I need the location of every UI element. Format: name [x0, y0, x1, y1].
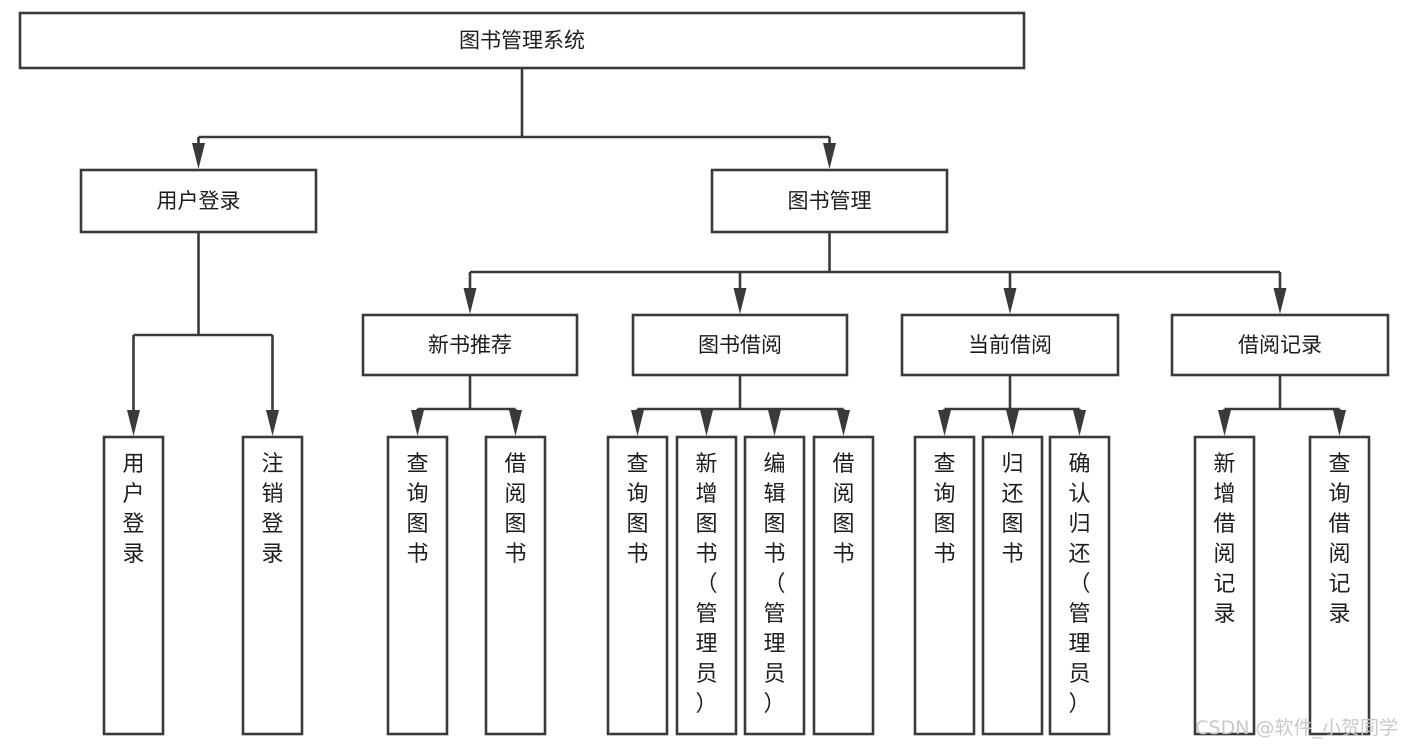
node-box-query-book-2	[606, 435, 669, 736]
node-box-new-book-recommend	[361, 313, 579, 377]
arrow-head	[631, 410, 644, 436]
node-query-book-1[interactable]: 查询图书	[386, 435, 449, 736]
node-book-management[interactable]: 图书管理	[710, 168, 949, 234]
node-add-book-admin[interactable]: 新增图书（管理员）	[675, 435, 738, 736]
node-layer: 图书管理系统用户登录用户登录注销登录图书管理新书推荐查询图书借阅图书图书借阅查询…	[18, 11, 1390, 736]
node-label-query-book-2: 查询图书	[626, 452, 648, 567]
node-book-borrow[interactable]: 图书借阅	[631, 313, 849, 377]
node-box-add-book-admin	[675, 435, 738, 736]
node-label-add-book-admin: 新增图书（管理员）	[695, 452, 717, 717]
node-label-book-management: 图书管理	[788, 189, 872, 213]
arrow-head	[823, 143, 836, 169]
node-box-book-management	[710, 168, 949, 234]
node-box-borrow-book-2	[812, 435, 875, 736]
node-label-borrow-record: 借阅记录	[1238, 333, 1322, 357]
node-add-borrow-record[interactable]: 新增借阅记录	[1193, 435, 1256, 736]
node-current-borrow[interactable]: 当前借阅	[900, 313, 1120, 377]
node-label-user-logout-action: 注销登录	[261, 452, 283, 567]
node-box-query-book-3	[913, 435, 976, 736]
node-return-book[interactable]: 归还图书	[981, 435, 1044, 736]
node-box-user-logout-action	[241, 435, 304, 736]
arrow-head	[266, 410, 279, 436]
node-box-return-book	[981, 435, 1044, 736]
node-edit-book-admin[interactable]: 编辑图书（管理员）	[743, 435, 806, 736]
node-query-book-2[interactable]: 查询图书	[606, 435, 669, 736]
arrow-head	[1333, 410, 1346, 436]
node-label-user-login: 用户登录	[157, 189, 241, 213]
node-box-query-book-1	[386, 435, 449, 736]
arrow-head	[192, 143, 205, 169]
arrow-head	[1003, 288, 1017, 314]
node-label-query-borrow-record: 查询借阅记录	[1328, 452, 1350, 627]
node-box-book-borrow	[631, 313, 849, 377]
arrow-head	[127, 410, 140, 436]
node-user-login-action[interactable]: 用户登录	[102, 435, 165, 736]
node-box-current-borrow	[900, 313, 1120, 377]
node-label-new-book-recommend: 新书推荐	[428, 333, 512, 357]
node-label-borrow-book-1: 借阅图书	[504, 452, 526, 567]
node-query-borrow-record[interactable]: 查询借阅记录	[1308, 435, 1371, 736]
arrow-head	[463, 288, 477, 314]
node-label-query-book-1: 查询图书	[406, 452, 428, 567]
node-box-root	[18, 11, 1026, 70]
node-box-borrow-record	[1170, 313, 1390, 377]
arrow-head	[1073, 410, 1086, 436]
node-root[interactable]: 图书管理系统	[18, 11, 1026, 70]
node-label-current-borrow: 当前借阅	[968, 333, 1052, 357]
node-label-user-login-action: 用户登录	[122, 452, 144, 567]
arrow-head	[1006, 410, 1019, 436]
node-box-edit-book-admin	[743, 435, 806, 736]
node-label-query-book-3: 查询图书	[933, 452, 955, 567]
node-box-borrow-book-1	[484, 435, 547, 736]
connector-layer	[127, 68, 1346, 436]
node-new-book-recommend[interactable]: 新书推荐	[361, 313, 579, 377]
node-label-book-borrow: 图书借阅	[698, 333, 782, 357]
arrow-head	[1218, 410, 1231, 436]
node-box-user-login-action	[102, 435, 165, 736]
node-box-add-borrow-record	[1193, 435, 1256, 736]
node-label-borrow-book-2: 借阅图书	[832, 452, 854, 567]
node-query-book-3[interactable]: 查询图书	[913, 435, 976, 736]
node-label-add-borrow-record: 新增借阅记录	[1213, 452, 1235, 627]
node-label-edit-book-admin: 编辑图书（管理员）	[763, 452, 785, 717]
node-box-user-login	[79, 168, 318, 234]
arrow-head	[938, 410, 951, 436]
node-confirm-return-admin[interactable]: 确认归还（管理员）	[1048, 435, 1111, 736]
node-borrow-book-1[interactable]: 借阅图书	[484, 435, 547, 736]
arrow-head	[509, 410, 522, 436]
arrow-head	[733, 288, 747, 314]
node-borrow-book-2[interactable]: 借阅图书	[812, 435, 875, 736]
watermark-label: CSDN @软件_小贺同学	[1195, 717, 1398, 739]
node-borrow-record[interactable]: 借阅记录	[1170, 313, 1390, 377]
arrow-head	[700, 410, 713, 436]
arrow-head	[837, 410, 850, 436]
node-user-logout-action[interactable]: 注销登录	[241, 435, 304, 736]
node-label-return-book: 归还图书	[1001, 452, 1023, 567]
arrow-head	[768, 410, 781, 436]
arrow-head	[1273, 288, 1287, 314]
node-user-login[interactable]: 用户登录	[79, 168, 318, 234]
node-label-confirm-return-admin: 确认归还（管理员）	[1068, 452, 1090, 717]
node-box-query-borrow-record	[1308, 435, 1371, 736]
node-box-confirm-return-admin	[1048, 435, 1111, 736]
arrow-head	[411, 410, 424, 436]
node-label-root: 图书管理系统	[459, 29, 585, 53]
